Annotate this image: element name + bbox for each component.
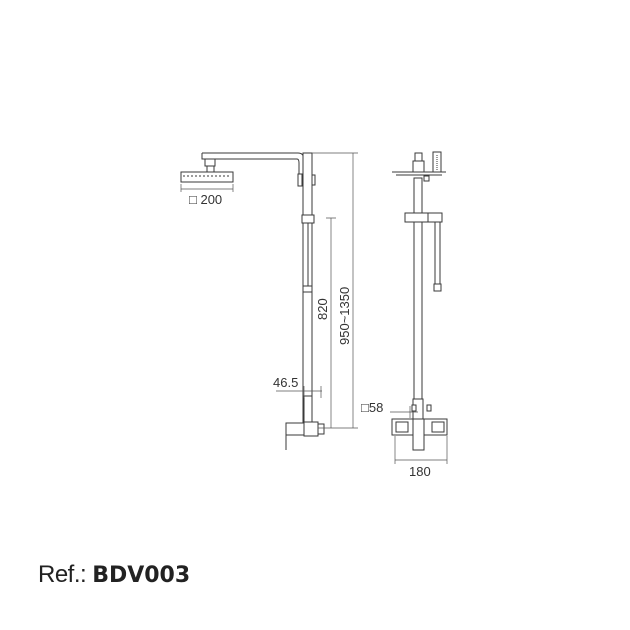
dim-total-height: 950~1350 bbox=[337, 287, 352, 345]
slider-front bbox=[404, 212, 443, 223]
valve-lever bbox=[412, 418, 425, 451]
front-view: □58 180 bbox=[361, 151, 448, 479]
side-view: □ 200 46.5 820 950~1350 bbox=[180, 152, 358, 450]
diverter bbox=[297, 173, 303, 187]
reference-code: BDV003 bbox=[92, 563, 191, 588]
head-connector bbox=[204, 158, 216, 167]
reference-label: Ref.: bbox=[38, 561, 87, 588]
riser-pipe-front bbox=[413, 177, 423, 401]
slider bbox=[301, 214, 315, 224]
reference: Ref.:BDV003 bbox=[38, 561, 190, 589]
dim-slide-height: 820 bbox=[315, 298, 330, 320]
dim-valve-width: 180 bbox=[409, 464, 431, 479]
dim-offset: 46.5 bbox=[273, 375, 298, 390]
head-connector-front bbox=[414, 152, 423, 162]
valve-body bbox=[285, 422, 307, 436]
shower-head bbox=[180, 171, 234, 183]
hose bbox=[434, 221, 441, 289]
dim-valve-size: □58 bbox=[361, 400, 383, 415]
valve-handle bbox=[303, 421, 319, 437]
valve-stem bbox=[303, 395, 313, 423]
dim-head-size: □ 200 bbox=[189, 192, 222, 207]
